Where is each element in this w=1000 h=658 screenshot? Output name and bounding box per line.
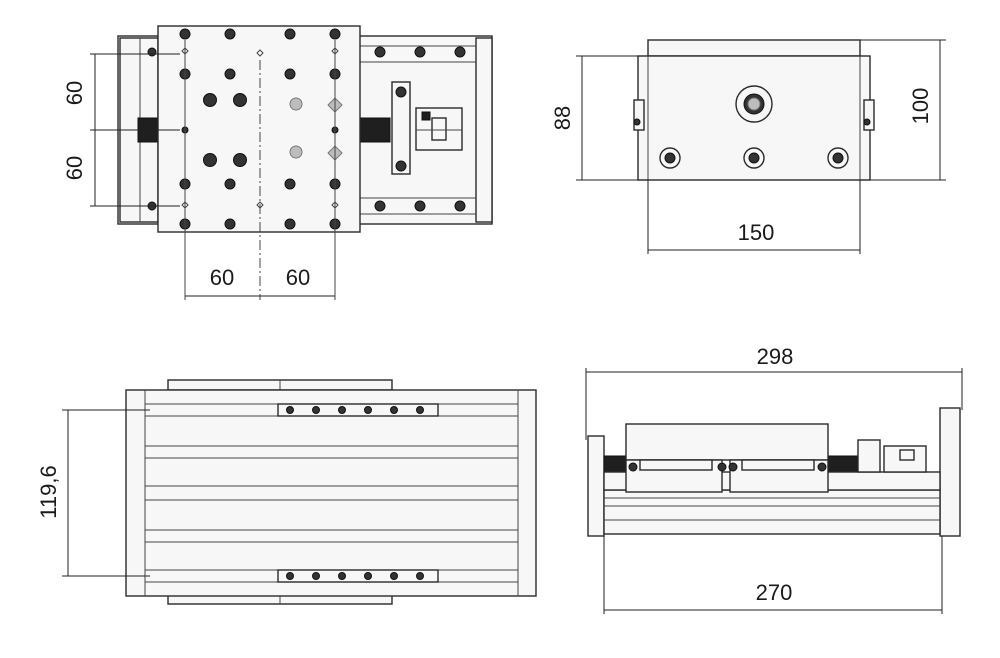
- dim-label-end-100: 100: [908, 88, 933, 125]
- bottom-view-body: [125, 389, 537, 597]
- dim-label-top-lower: 60: [62, 156, 87, 180]
- bottom-screw-row-top: [277, 403, 439, 417]
- bottom-screw-row-bottom: [277, 569, 439, 583]
- dim-label-side-298: 298: [757, 344, 794, 369]
- carriage-plate: [157, 25, 361, 233]
- dim-label-top-upper: 60: [62, 81, 87, 105]
- dim-label-side-270: 270: [756, 580, 793, 605]
- dim-label-end-150: 150: [738, 220, 775, 245]
- side-belt-right: [827, 455, 859, 473]
- dim-label-top-left: 60: [210, 265, 234, 290]
- dim-label-top-right: 60: [286, 265, 310, 290]
- bottom-view: [62, 379, 537, 605]
- dim-label-bottom-width: 119,6: [36, 465, 61, 518]
- dim-label-end-88: 88: [550, 106, 575, 130]
- top-view: [90, 25, 493, 300]
- side-carriage: [625, 423, 829, 461]
- side-view: [585, 368, 963, 614]
- belt-right: [359, 117, 391, 143]
- end-view: [576, 39, 946, 254]
- limit-switch: [391, 81, 411, 175]
- side-view-rail: [603, 489, 941, 535]
